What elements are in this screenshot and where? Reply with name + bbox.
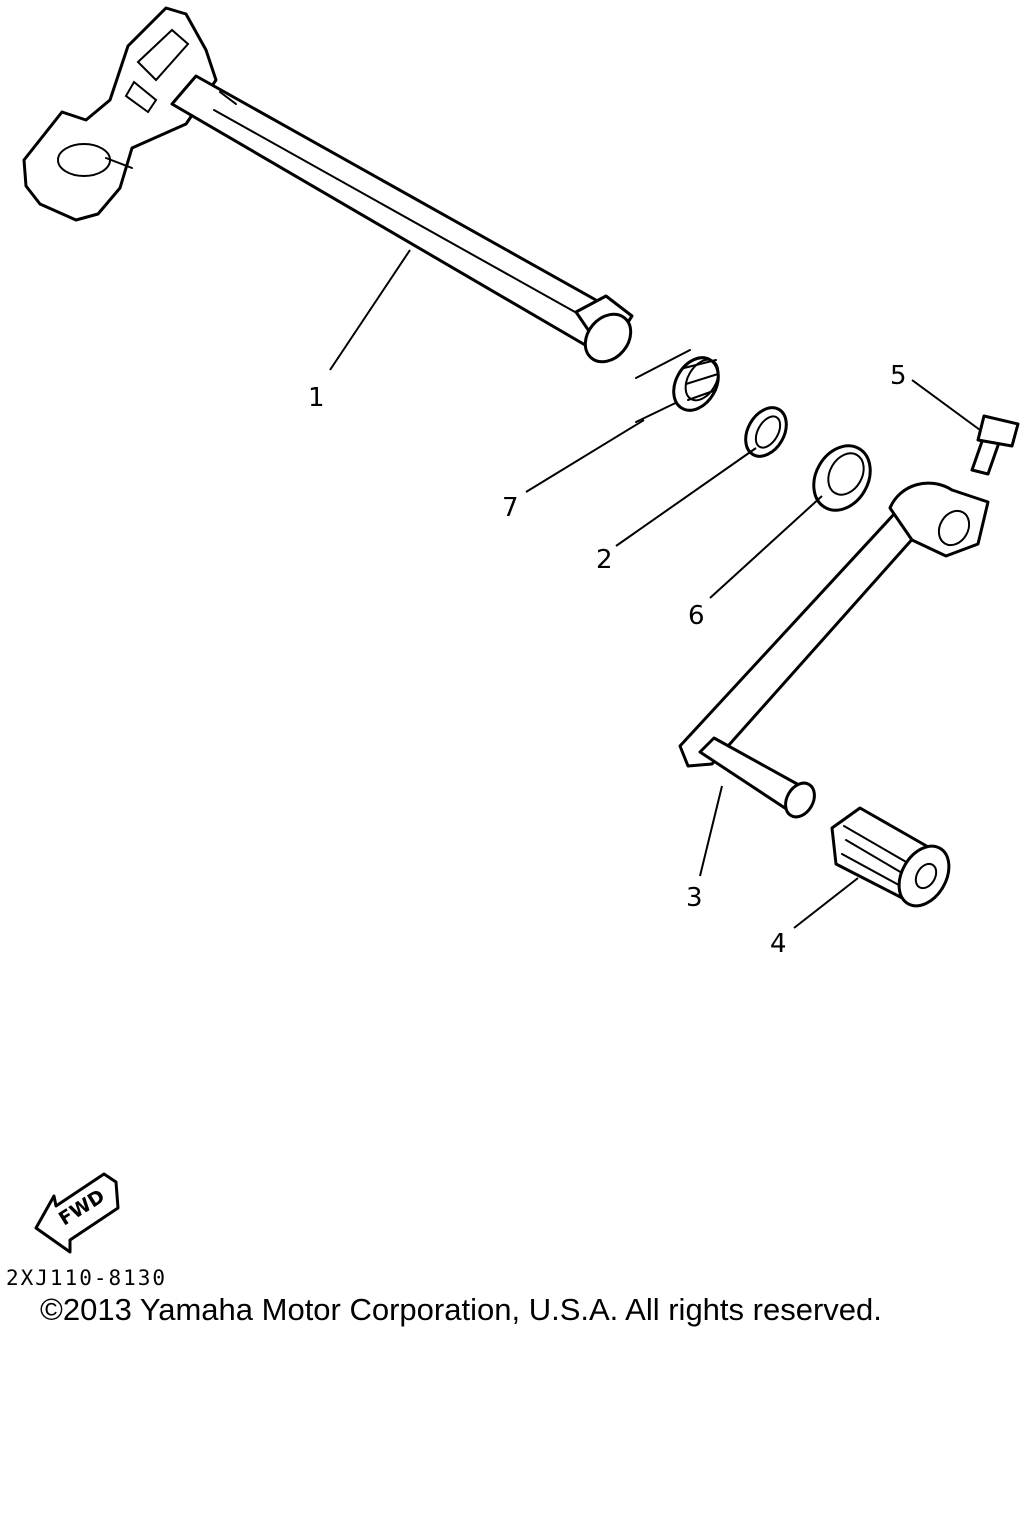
pedal-rubber xyxy=(830,806,951,908)
shift-pedal xyxy=(678,481,990,819)
shaft-highlight xyxy=(213,109,601,327)
shaft-body xyxy=(170,74,630,358)
shaft-collar xyxy=(219,91,237,105)
shaft-end-cap xyxy=(583,312,633,364)
copyright-notice: ©2013 Yamaha Motor Corporation, U.S.A. A… xyxy=(40,1292,882,1327)
callout-5: 5 xyxy=(890,361,907,391)
circlip xyxy=(744,406,788,458)
callout-6: 6 xyxy=(688,601,705,631)
callout-2: 2 xyxy=(596,545,613,575)
bolt xyxy=(970,414,1020,476)
pedal-peg-end xyxy=(784,781,816,819)
oil-seal xyxy=(812,444,872,512)
forward-direction-arrow: FWD xyxy=(34,1172,120,1254)
callout-3: 3 xyxy=(686,883,703,913)
leader-lines xyxy=(329,249,981,929)
diagram-code: 2XJ110-8130 xyxy=(6,1266,168,1290)
callout-7: 7 xyxy=(502,493,519,523)
callout-1: 1 xyxy=(308,383,325,413)
plate-slot xyxy=(136,28,190,82)
torsion-spring xyxy=(635,349,720,423)
pedal-spline-hole xyxy=(937,509,971,547)
callout-labels: 1 7 2 6 5 3 4 xyxy=(308,361,907,959)
shift-shaft-assembly xyxy=(22,6,634,364)
plate-pin xyxy=(105,157,133,169)
plate-slot-inner xyxy=(124,80,158,114)
callout-4: 4 xyxy=(770,929,787,959)
shift-plate xyxy=(22,6,218,222)
pedal-arm xyxy=(678,510,926,768)
